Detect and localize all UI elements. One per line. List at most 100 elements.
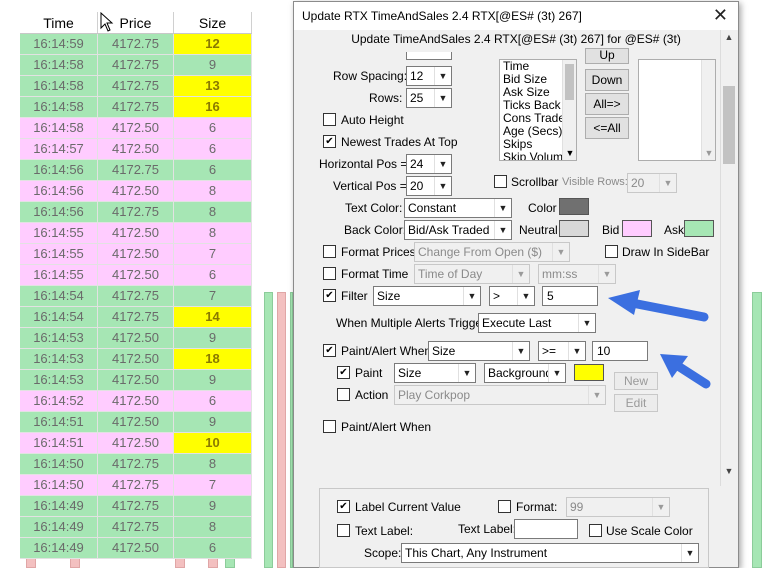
rows-select[interactable]: 25▼ bbox=[406, 88, 452, 108]
up-button[interactable]: Up bbox=[585, 48, 629, 64]
edit-button[interactable]: Edit bbox=[614, 394, 658, 412]
vertical-pos-select[interactable]: 20▼ bbox=[406, 176, 452, 196]
horizontal-pos-select[interactable]: 24▼ bbox=[406, 154, 452, 174]
row-spacing-select[interactable] bbox=[406, 52, 452, 60]
dialog-titlebar[interactable]: Update RTX TimeAndSales 2.4 RTX[@ES# (3t… bbox=[294, 2, 738, 30]
time-format-select[interactable]: mm:ss▼ bbox=[538, 264, 616, 284]
list-item[interactable]: Ask Size bbox=[503, 85, 550, 99]
format-select[interactable]: 99▼ bbox=[566, 497, 670, 517]
auto-height-checkbox[interactable] bbox=[323, 113, 336, 126]
text-color-select[interactable]: Constant▼ bbox=[404, 198, 512, 218]
multiple-alerts-select[interactable]: Execute Last▼ bbox=[478, 313, 596, 333]
action-checkbox[interactable] bbox=[337, 388, 350, 401]
move-all-left-button[interactable]: <=All bbox=[585, 117, 629, 139]
paint-color-swatch[interactable] bbox=[574, 364, 604, 381]
chevron-down-icon[interactable]: ▼ bbox=[565, 148, 575, 158]
filter-checkbox[interactable] bbox=[323, 289, 336, 302]
list-item[interactable]: Age (Secs) bbox=[503, 124, 563, 138]
draw-in-sidebar-checkbox[interactable] bbox=[605, 245, 618, 258]
paint-alert-field-select[interactable]: Size▼ bbox=[428, 341, 530, 361]
filter-value-input[interactable]: 5 bbox=[542, 286, 598, 306]
paint-alert-value-input[interactable]: 10 bbox=[592, 341, 648, 361]
paint-alert-2-checkbox[interactable] bbox=[323, 420, 336, 433]
list-item[interactable]: Bid Size bbox=[503, 72, 548, 86]
close-icon[interactable]: ✕ bbox=[712, 5, 728, 25]
list-item[interactable]: Ticks Back bbox=[503, 98, 561, 112]
format-prices-select[interactable]: Change From Open ($)▼ bbox=[414, 242, 570, 262]
format-prices-checkbox[interactable] bbox=[323, 245, 336, 258]
column-header-price[interactable]: Price bbox=[98, 12, 174, 33]
paint-alert-checkbox[interactable] bbox=[323, 344, 336, 357]
ask-color-swatch[interactable] bbox=[684, 220, 714, 237]
bid-color-swatch[interactable] bbox=[622, 220, 652, 237]
scroll-thumb[interactable] bbox=[565, 64, 574, 100]
list-item[interactable]: Time bbox=[503, 59, 530, 73]
list-item[interactable]: Skips bbox=[503, 137, 533, 151]
format-checkbox[interactable] bbox=[498, 500, 511, 513]
list-scrollbar[interactable]: ▼ bbox=[701, 60, 715, 160]
list-item[interactable]: Skip Volume bbox=[503, 150, 570, 161]
newest-trades-checkbox[interactable] bbox=[323, 135, 336, 148]
chevron-down-icon[interactable]: ▼ bbox=[724, 466, 734, 476]
paint-field-select[interactable]: Size▼ bbox=[394, 363, 476, 383]
scope-select[interactable]: This Chart, Any Instrument▼ bbox=[401, 543, 699, 563]
paint-alert-operator-select[interactable]: >=▼ bbox=[538, 341, 586, 361]
use-scale-color-checkbox[interactable] bbox=[589, 524, 602, 537]
paint-alert-2-label: Paint/Alert When bbox=[341, 420, 432, 434]
down-button[interactable]: Down bbox=[585, 69, 629, 91]
visible-rows-select[interactable]: 20▼ bbox=[627, 173, 677, 193]
new-button[interactable]: New bbox=[614, 372, 658, 390]
row-spacing-select[interactable]: 12▼ bbox=[406, 66, 452, 86]
move-all-right-button[interactable]: All=> bbox=[585, 93, 629, 115]
paint-target-select[interactable]: Background▼ bbox=[484, 363, 566, 383]
label-current-value-checkbox[interactable] bbox=[337, 500, 350, 513]
action-select[interactable]: Play Corkpop▼ bbox=[394, 385, 606, 405]
list-scrollbar[interactable]: ▼ bbox=[562, 60, 576, 160]
back-color-select[interactable]: Bid/Ask Traded▼ bbox=[404, 220, 512, 240]
column-header-time[interactable]: Time bbox=[20, 12, 98, 33]
list-item[interactable]: Cons Trade bbox=[503, 111, 566, 125]
chevron-up-icon[interactable]: ▲ bbox=[724, 32, 734, 42]
format-time-checkbox[interactable] bbox=[323, 267, 336, 280]
scroll-thumb[interactable] bbox=[723, 86, 735, 164]
column-header-size[interactable]: Size bbox=[174, 12, 252, 33]
filter-operator-select[interactable]: >▼ bbox=[489, 286, 535, 306]
neutral-color-swatch[interactable] bbox=[559, 220, 589, 237]
chevron-down-icon[interactable]: ▼ bbox=[704, 148, 714, 158]
dialog-scrollbar[interactable]: ▲ ▼ bbox=[720, 30, 737, 486]
selected-columns-list[interactable]: ▼ bbox=[638, 59, 716, 161]
text-color-swatch[interactable] bbox=[559, 198, 589, 215]
paint-checkbox[interactable] bbox=[337, 366, 350, 379]
text-label-input[interactable] bbox=[514, 519, 578, 539]
scrollbar-checkbox[interactable] bbox=[494, 175, 507, 188]
format-time-select[interactable]: Time of Day▼ bbox=[414, 264, 530, 284]
text-label-checkbox[interactable] bbox=[337, 524, 350, 537]
filter-field-select[interactable]: Size▼ bbox=[373, 286, 481, 306]
